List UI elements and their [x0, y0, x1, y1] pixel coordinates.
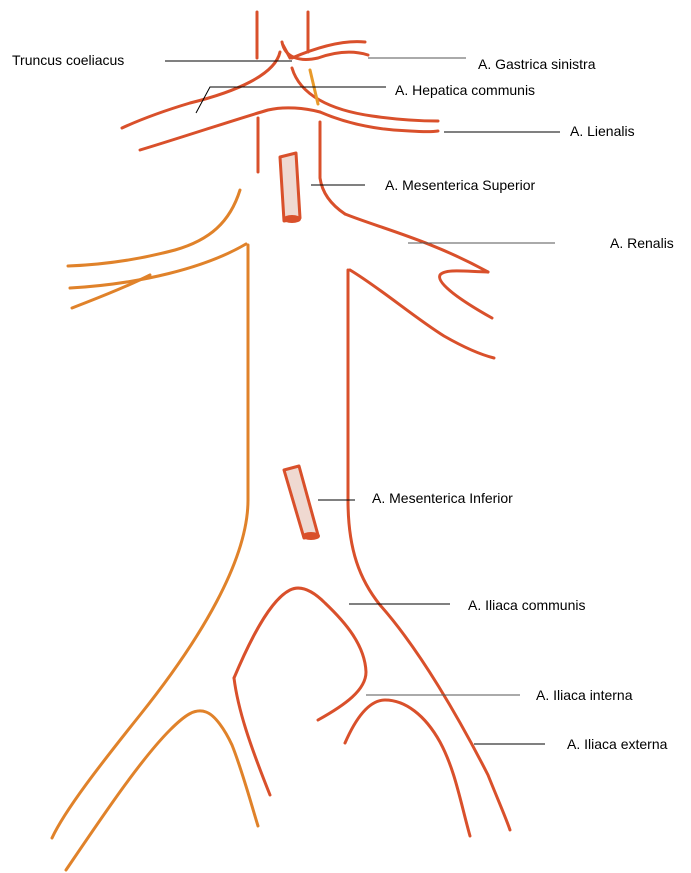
right-iliaca-communis — [348, 500, 510, 830]
leader-lines — [165, 58, 560, 744]
truncus-short-stub — [283, 45, 290, 58]
label-mesenterica-superior: A. Mesenterica Superior — [385, 177, 536, 193]
label-gastrica-sinistra: A. Gastrica sinistra — [478, 56, 596, 72]
right-renal-lower — [350, 270, 494, 358]
label-hepatica-communis: A. Hepatica communis — [395, 82, 535, 98]
iliaca-interna-arch — [345, 700, 470, 836]
hepatica-lower-curve — [140, 108, 320, 150]
iliac-bifurcation-arch — [234, 588, 366, 720]
label-truncus-coeliacus: Truncus coeliacus — [12, 52, 124, 68]
label-mesenterica-inferior: A. Mesenterica Inferior — [372, 490, 513, 506]
mesenterica-inferior-cut-end — [303, 533, 319, 539]
left-renal-mid — [70, 244, 246, 288]
right-renal-loop — [440, 271, 492, 318]
left-renal-upper — [68, 190, 240, 266]
hepatica-upper-curve — [122, 52, 280, 128]
label-iliaca-communis: A. Iliaca communis — [468, 597, 585, 613]
label-iliaca-externa: A. Iliaca externa — [567, 736, 668, 752]
iliac-region — [52, 500, 510, 870]
mesenterica-inferior-cut — [284, 466, 318, 538]
iliac-inner-left-wall — [234, 678, 270, 795]
label-iliaca-interna: A. Iliaca interna — [536, 687, 633, 703]
labels: Truncus coeliacus A. Gastrica sinistra A… — [12, 52, 674, 752]
iliaca-externa-left-arch — [66, 711, 258, 870]
aorta-right-wall-mid — [320, 122, 345, 214]
label-lienalis: A. Lienalis — [570, 123, 635, 139]
mesenterica-superior-cut-end — [284, 216, 300, 222]
mesenterica-superior-cut — [280, 153, 300, 221]
renal-region — [68, 190, 494, 358]
label-renalis: A. Renalis — [610, 235, 674, 251]
left-renal-loop — [72, 275, 150, 308]
abdominal-aorta — [248, 245, 348, 539]
left-iliaca-communis — [52, 500, 248, 838]
